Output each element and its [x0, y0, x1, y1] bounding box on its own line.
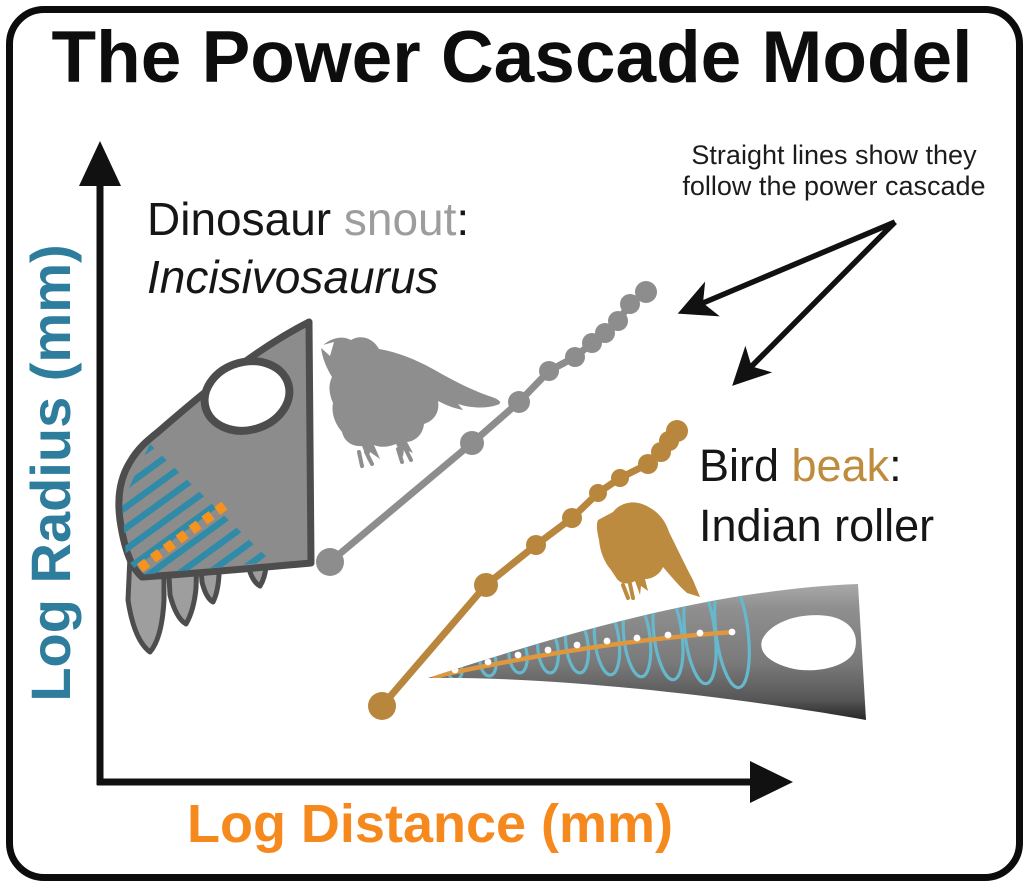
data-point — [508, 391, 530, 413]
data-point — [562, 508, 582, 528]
dinosaur-series-label: Dinosaur snout: Incisivosaurus — [147, 190, 469, 306]
data-point — [638, 454, 658, 474]
data-point — [595, 323, 615, 343]
annotation-line-2: follow the power cascade — [682, 171, 986, 201]
data-point — [589, 484, 607, 502]
dinosaur-label-black: Dinosaur — [147, 193, 344, 245]
annotation-text: Straight lines show they follow the powe… — [648, 140, 1020, 202]
x-axis-label: Log Distance (mm) — [186, 794, 674, 854]
data-point — [608, 311, 628, 331]
skull-orange-dashed-line — [137, 498, 231, 573]
bird-series-label: Bird beak: Indian roller — [699, 436, 934, 556]
data-point — [460, 431, 484, 455]
bird-label-colon: : — [889, 440, 902, 491]
dinosaur-snout-illustration — [115, 318, 315, 655]
bird-label-species: Indian roller — [699, 500, 935, 551]
data-point — [635, 281, 657, 303]
beak-shape — [428, 584, 866, 720]
skull-stripe-region — [122, 444, 272, 575]
arrow-to-gray-line — [677, 219, 897, 317]
dinosaur-label-colon: : — [456, 193, 470, 245]
data-point — [666, 420, 688, 442]
dinosaur-label-highlight: snout — [343, 193, 457, 245]
data-point — [368, 692, 396, 720]
data-point — [611, 469, 629, 487]
beak-center-line — [431, 629, 734, 680]
skull-naris-hole — [200, 357, 294, 435]
bird-silhouette — [596, 502, 700, 600]
data-point — [539, 361, 559, 381]
bird-label-highlight: beak — [791, 440, 890, 491]
series-dinosaur-snout — [316, 281, 657, 576]
data-point — [316, 548, 344, 576]
data-point — [565, 347, 585, 367]
bird-label-line-1: Bird beak: — [699, 436, 934, 496]
axes — [79, 141, 793, 803]
bird-label-black: Bird — [699, 440, 792, 491]
data-point — [526, 535, 546, 555]
dinosaur-silhouette — [319, 337, 501, 468]
beak-center-dots — [451, 628, 736, 674]
annotation-line-1: Straight lines show they — [691, 140, 977, 170]
series-layer — [316, 281, 688, 720]
x-axis-arrowhead — [750, 761, 793, 803]
data-point — [474, 573, 498, 597]
y-axis-label: Log Radius (mm) — [19, 244, 82, 702]
dinosaur-label-line-1: Dinosaur snout: — [147, 190, 469, 248]
beak-nostril-patch — [761, 615, 856, 671]
annotation-arrows — [677, 219, 897, 386]
arrow-to-gold-line — [732, 220, 897, 386]
dinosaur-label-species: Incisivosaurus — [147, 251, 439, 303]
figure-title: The Power Cascade Model — [51, 17, 973, 98]
y-axis-arrowhead — [79, 141, 121, 186]
series-bird-beak — [368, 420, 688, 720]
bird-beak-illustration — [428, 584, 866, 720]
data-point — [620, 294, 640, 314]
